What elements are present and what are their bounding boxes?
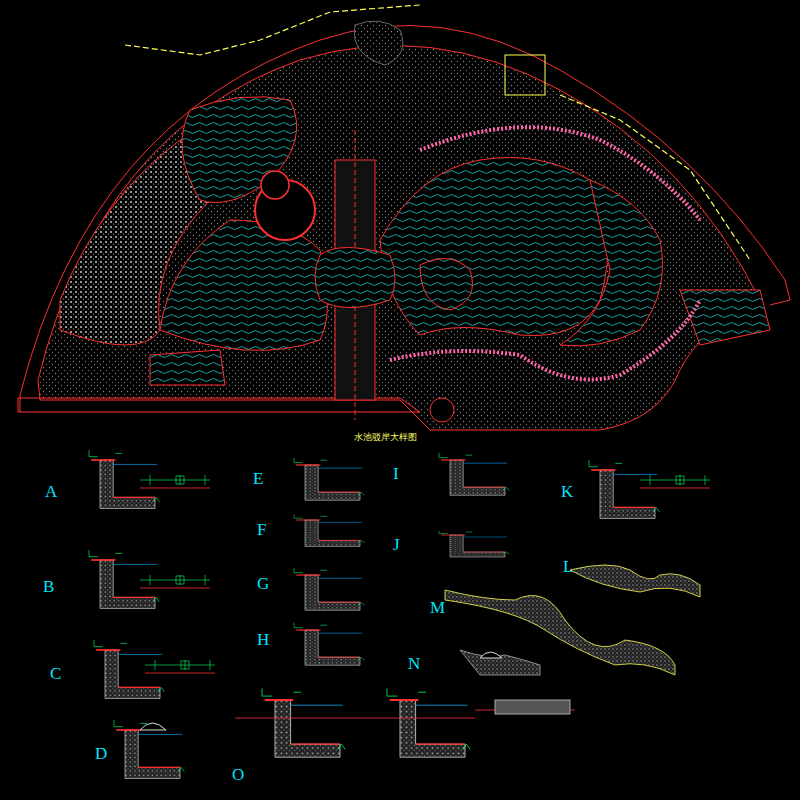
section-letter: H xyxy=(257,631,269,648)
section-letter: O xyxy=(232,766,244,783)
section-letter: J xyxy=(393,536,400,553)
section-letter: K xyxy=(561,483,573,500)
section-letter: L xyxy=(563,558,573,575)
section-letter: M xyxy=(430,599,445,616)
section-letter: D xyxy=(95,745,107,762)
section-letter: C xyxy=(50,665,61,682)
section-letter: F xyxy=(257,521,266,538)
section-letter: A xyxy=(45,483,57,500)
section-letter: E xyxy=(253,470,263,487)
section-letter: N xyxy=(408,655,420,672)
section-letter: G xyxy=(257,575,269,592)
drawing-title: 水池驳岸大样图 xyxy=(353,433,418,442)
section-letter: B xyxy=(43,578,54,595)
section-letter: I xyxy=(393,465,399,482)
